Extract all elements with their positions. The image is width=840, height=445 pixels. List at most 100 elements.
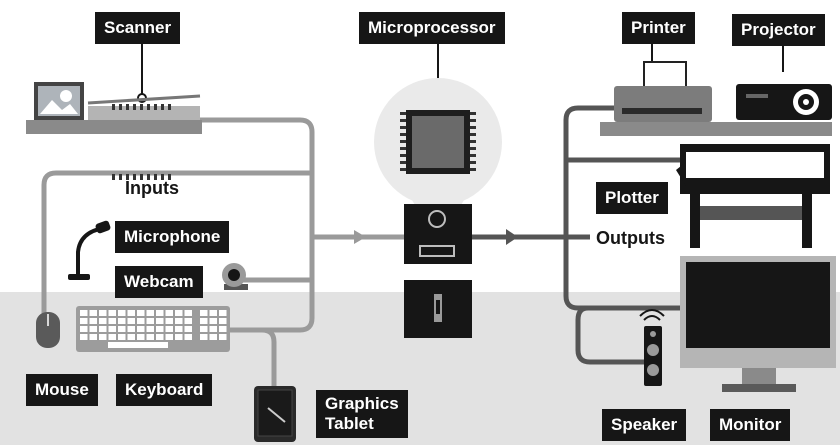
chip-pin bbox=[161, 104, 164, 110]
output-arrow bbox=[506, 229, 518, 245]
speaker-label: Speaker bbox=[602, 409, 687, 441]
keyboard-key bbox=[89, 326, 97, 332]
speaker-device bbox=[639, 309, 665, 386]
plotter-label: Plotter bbox=[596, 182, 668, 214]
mouse-device bbox=[36, 312, 60, 348]
keyboard-key bbox=[175, 318, 183, 324]
keyboard-key bbox=[184, 310, 192, 316]
chip-pin bbox=[470, 133, 476, 136]
plotter-device bbox=[676, 144, 830, 248]
monitor-device bbox=[680, 256, 836, 392]
keyboard-key bbox=[127, 326, 135, 332]
keyboard-key bbox=[108, 326, 116, 332]
scanner-device bbox=[26, 82, 202, 134]
chip-pin bbox=[161, 174, 164, 180]
projector-label: Projector bbox=[732, 14, 825, 46]
keyboard-key bbox=[175, 310, 183, 316]
keyboard-key bbox=[209, 326, 217, 332]
keyboard-key bbox=[108, 310, 116, 316]
keyboard-key bbox=[118, 310, 126, 316]
keyboard-key bbox=[209, 318, 217, 324]
projector-device bbox=[736, 84, 832, 120]
chip-pin bbox=[133, 174, 136, 180]
keyboard-key bbox=[80, 310, 88, 316]
input-wires bbox=[41, 117, 404, 386]
keyboard-key bbox=[137, 318, 145, 324]
chip-pin bbox=[112, 104, 115, 110]
chip-pin bbox=[126, 174, 129, 180]
chip-pin bbox=[470, 168, 476, 171]
keyboard-key bbox=[89, 334, 97, 340]
inputs-heading: Inputs bbox=[125, 178, 179, 198]
keyboard-key bbox=[118, 326, 126, 332]
chip-pin bbox=[112, 174, 115, 180]
keyboard-key bbox=[146, 318, 154, 324]
keyboard-key bbox=[99, 326, 107, 332]
keyboard-key bbox=[200, 318, 208, 324]
keyboard-key bbox=[146, 334, 154, 340]
keyboard-key bbox=[137, 310, 145, 316]
monitor-label: Monitor bbox=[710, 409, 791, 441]
output-wires bbox=[472, 105, 690, 365]
chip-pin bbox=[140, 104, 143, 110]
chip-pin bbox=[168, 174, 171, 180]
chip-pin bbox=[400, 133, 406, 136]
keyboard-key bbox=[99, 318, 107, 324]
keyboard-key bbox=[184, 334, 192, 340]
microphone-label: Microphone bbox=[115, 221, 230, 253]
keyboard-key bbox=[209, 334, 217, 340]
keyboard-key bbox=[156, 334, 164, 340]
chip-pin bbox=[133, 104, 136, 110]
keyboard-key bbox=[200, 310, 208, 316]
chip-pin bbox=[400, 154, 406, 157]
keyboard-key bbox=[108, 334, 116, 340]
keyboard-key bbox=[118, 318, 126, 324]
keyboard-key bbox=[175, 326, 183, 332]
keyboard-key bbox=[89, 310, 97, 316]
keyboard-device bbox=[76, 306, 230, 352]
chip-pin bbox=[119, 174, 122, 180]
chip-pin bbox=[154, 174, 157, 180]
webcam-label: Webcam bbox=[115, 266, 203, 298]
chip-pin bbox=[168, 104, 171, 110]
keyboard-key bbox=[184, 318, 192, 324]
microphone-device bbox=[68, 220, 111, 280]
keyboard-key bbox=[127, 318, 135, 324]
chip-pin bbox=[400, 147, 406, 150]
keyboard-key bbox=[184, 326, 192, 332]
chip-pin bbox=[400, 112, 406, 115]
keyboard-key bbox=[175, 334, 183, 340]
chip-pin bbox=[147, 174, 150, 180]
keyboard-key bbox=[156, 318, 164, 324]
graphics-tablet-device bbox=[254, 386, 296, 442]
input-arrow bbox=[354, 230, 366, 244]
chip-pin bbox=[470, 161, 476, 164]
graphics-tablet-label: Graphics Tablet bbox=[316, 390, 408, 438]
chip-pin bbox=[147, 104, 150, 110]
keyboard-key bbox=[80, 318, 88, 324]
mouse-label: Mouse bbox=[26, 374, 98, 406]
keyboard-key bbox=[137, 334, 145, 340]
chip-pin bbox=[470, 126, 476, 129]
chip-pin bbox=[400, 126, 406, 129]
chip-pin bbox=[400, 140, 406, 143]
chip-pin bbox=[126, 104, 129, 110]
keyboard-key bbox=[165, 318, 173, 324]
keyboard-key bbox=[137, 326, 145, 332]
keyboard-key bbox=[156, 310, 164, 316]
keyboard-key bbox=[99, 334, 107, 340]
chip-pin bbox=[470, 140, 476, 143]
microprocessor-label: Microprocessor bbox=[359, 12, 505, 44]
chip-pin bbox=[400, 168, 406, 171]
keyboard-spacebar bbox=[108, 342, 168, 348]
keyboard-key bbox=[89, 318, 97, 324]
keyboard-key bbox=[80, 334, 88, 340]
keyboard-key bbox=[127, 334, 135, 340]
chip-pin bbox=[470, 119, 476, 122]
chip-pin bbox=[119, 104, 122, 110]
chip-pin bbox=[470, 112, 476, 115]
keyboard-key bbox=[146, 310, 154, 316]
chip-pin bbox=[470, 154, 476, 157]
keyboard-key bbox=[156, 326, 164, 332]
